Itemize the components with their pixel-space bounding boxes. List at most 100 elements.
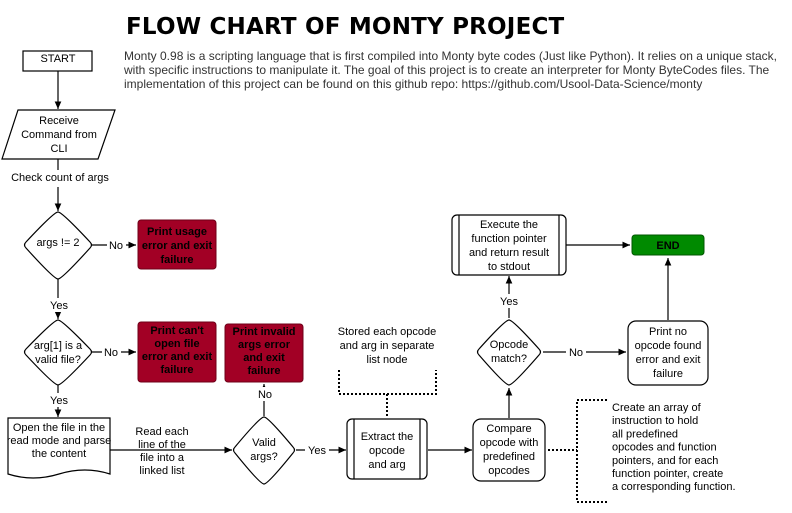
usage-error-label: Print usage error and exit failure xyxy=(142,226,213,266)
match-decision-label: Opcode match? xyxy=(490,339,529,365)
invalid-args-error-label-line: failure xyxy=(247,365,280,377)
execute-node xyxy=(451,214,567,276)
validargs-decision-label-line: Valid xyxy=(252,437,276,449)
file-error-label-line: failure xyxy=(160,364,193,376)
validfile-decision-label: arg[1] is a valid file? xyxy=(34,340,83,366)
validargs-decision xyxy=(232,416,296,485)
yes-label-2-line: Yes xyxy=(50,395,68,407)
validargs-decision-label-line: args? xyxy=(250,451,278,463)
stored-annotation-line: Stored each opcode xyxy=(338,326,436,338)
yes-label-3: Yes xyxy=(308,445,326,457)
no-opcode-error-node xyxy=(627,320,709,386)
receive-label-line: Receive xyxy=(39,115,79,127)
extract-label: Extract the opcode and arg xyxy=(361,431,414,471)
receive-label-line: Command from xyxy=(21,129,97,141)
execute-label-line: function pointer xyxy=(471,233,547,245)
read-each-label-line: Read each xyxy=(135,426,188,438)
validfile-decision xyxy=(23,319,93,386)
args-decision-label: args != 2 xyxy=(36,237,79,249)
check-count-label: Check count of args xyxy=(11,172,109,184)
execute-label-line: and return result xyxy=(469,247,549,259)
open-file-label-line: Open the file in the xyxy=(13,422,105,434)
compare-label-line: opcodes xyxy=(488,465,530,477)
extract-label-line: Extract the xyxy=(361,431,414,443)
no-label-2-line: No xyxy=(104,347,118,359)
extract-label-line: and arg xyxy=(368,459,405,471)
stored-bracket xyxy=(338,370,437,418)
stored-annotation-line: list node xyxy=(367,354,408,366)
no-label-4-line: No xyxy=(569,347,583,359)
args-decision-label-line: args != 2 xyxy=(36,237,79,249)
compare-label: Compare opcode with predefined opcodes xyxy=(480,423,539,477)
no-label-1: No xyxy=(109,240,123,252)
yes-label-4-line: Yes xyxy=(500,296,518,308)
read-each-label-line: linked list xyxy=(139,465,184,477)
file-error-label-line: error and exit xyxy=(142,351,213,363)
project-description: Monty 0.98 is a scripting language that … xyxy=(124,49,777,91)
array-annotation-line: pointers, and for each xyxy=(612,455,718,467)
usage-error-label-line: Print usage xyxy=(147,226,207,238)
usage-error-node xyxy=(137,219,217,270)
no-opcode-error-label-line: opcode found xyxy=(635,340,702,352)
compare-node xyxy=(472,418,546,482)
array-bracket xyxy=(548,399,607,503)
no-label-3: No xyxy=(258,389,272,401)
check-count-label-line: Check count of args xyxy=(11,172,109,184)
validfile-decision-label-line: arg[1] is a xyxy=(34,340,83,352)
read-each-label-line: line of the xyxy=(138,439,186,451)
yes-label-1-line: Yes xyxy=(50,300,68,312)
match-decision xyxy=(476,319,542,386)
yes-label-1: Yes xyxy=(50,300,68,312)
file-error-label-line: open file xyxy=(154,338,199,350)
no-opcode-error-label-line: failure xyxy=(653,368,683,380)
receive-label-line: CLI xyxy=(50,143,67,155)
no-label-1-line: No xyxy=(109,240,123,252)
stored-annotation: Stored each opcode and arg in separate lis… xyxy=(338,326,436,366)
end-label: END xyxy=(656,240,679,252)
usage-error-label-line: error and exit xyxy=(142,240,213,252)
no-label-2: No xyxy=(104,347,118,359)
file-error-node xyxy=(137,321,217,383)
usage-error-label-line: failure xyxy=(160,254,193,266)
stored-annotation-line: and arg in separate xyxy=(340,340,435,352)
invalid-args-error-label-line: args error xyxy=(238,339,291,351)
yes-label-4: Yes xyxy=(500,296,518,308)
compare-label-line: opcode with xyxy=(480,437,539,449)
no-label-3-line: No xyxy=(258,389,272,401)
open-file-label-line: the content xyxy=(32,448,86,460)
array-annotation-line: a corresponding function. xyxy=(612,481,736,493)
invalid-args-error-label-line: and exit xyxy=(243,352,285,364)
compare-label-line: Compare xyxy=(486,423,531,435)
match-decision-label-line: Opcode xyxy=(490,339,529,351)
execute-label-line: to stdout xyxy=(488,261,530,273)
invalid-args-error-node xyxy=(224,323,304,383)
validfile-decision-label-line: valid file? xyxy=(35,354,81,366)
start-node xyxy=(22,50,93,72)
yes-label-2: Yes xyxy=(50,395,68,407)
match-decision-label-line: match? xyxy=(491,353,527,365)
no-opcode-error-label-line: Print no xyxy=(649,326,687,338)
extract-label-line: opcode xyxy=(369,445,405,457)
no-label-4: No xyxy=(569,347,583,359)
array-annotation-line: Create an array of xyxy=(612,402,702,414)
array-annotation-line: function pointer, create xyxy=(612,468,723,480)
start-label-line: START xyxy=(40,53,75,65)
open-file-node xyxy=(7,417,111,479)
invalid-args-error-label-line: Print invalid xyxy=(233,326,296,338)
execute-label-line: Execute the xyxy=(480,219,538,231)
start-label: START xyxy=(40,53,75,65)
end-node xyxy=(631,234,705,256)
annotation-brackets xyxy=(338,370,607,503)
array-annotation-line: instruction to hold xyxy=(612,415,698,427)
label-backgrounds xyxy=(6,170,586,457)
validargs-decision-label: Valid args? xyxy=(250,437,278,463)
page-title: FLOW CHART OF MONTY PROJECT xyxy=(126,14,565,40)
compare-label-line: predefined xyxy=(483,451,535,463)
args-decision xyxy=(23,211,93,280)
